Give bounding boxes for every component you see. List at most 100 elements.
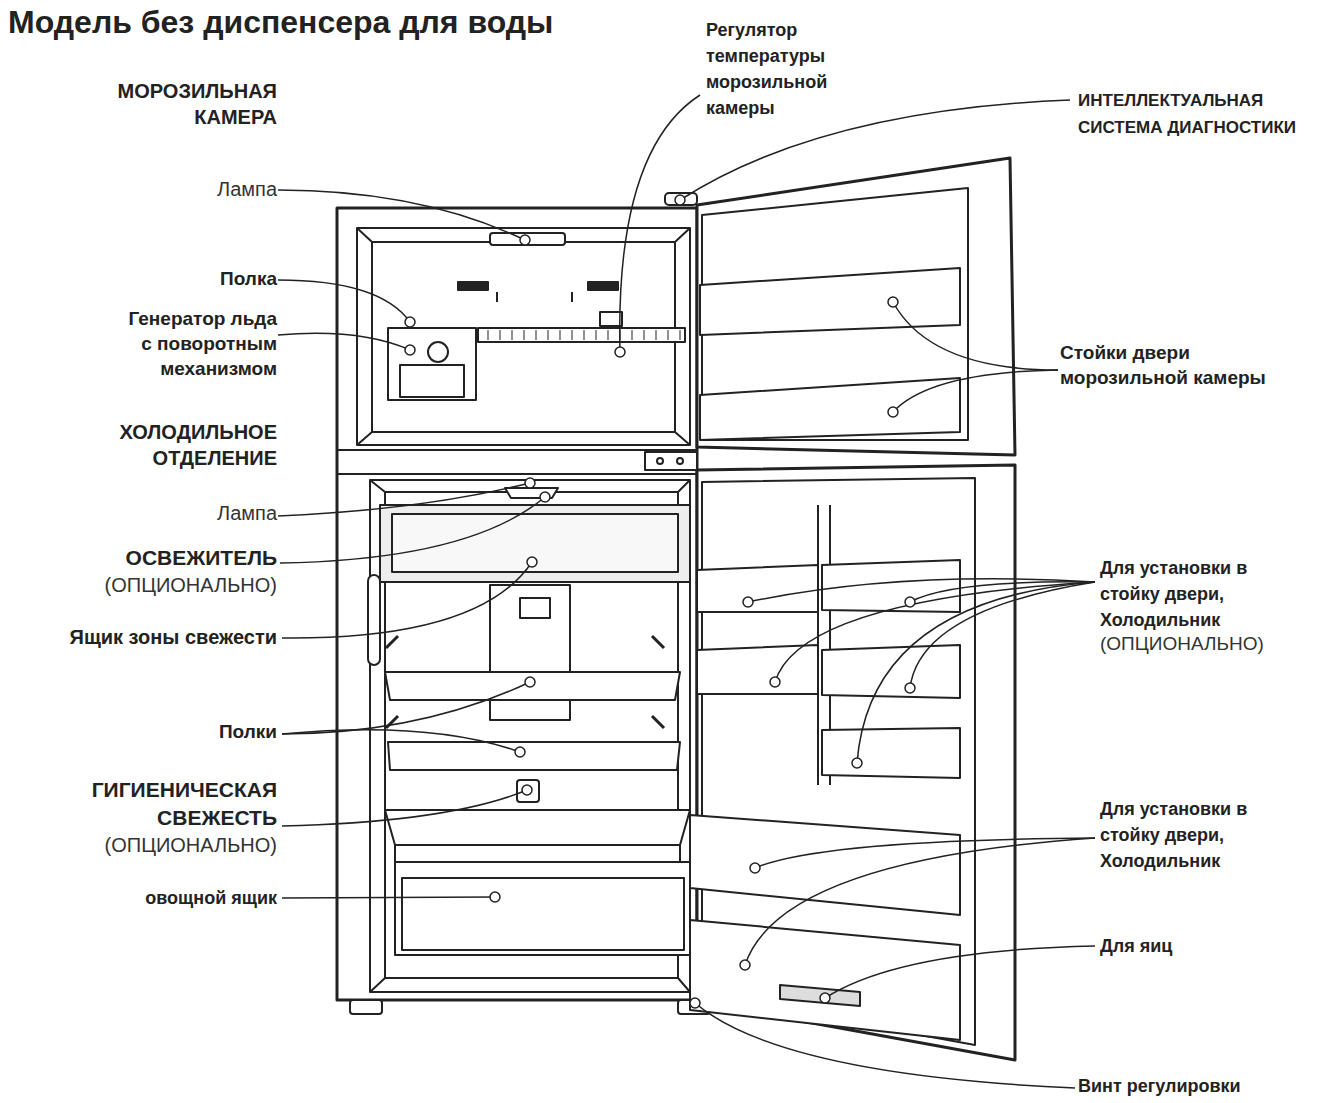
door-bin [697, 565, 818, 612]
callout-dot [750, 863, 760, 873]
part-label: ОСВЕЖИТЕЛЬ [37, 545, 277, 571]
callout-dot [770, 677, 780, 687]
callout-dot [540, 492, 550, 502]
part-label: ХОЛОДИЛЬНОЕ ОТДЕЛЕНИЕ [77, 419, 277, 471]
callout-dot [905, 683, 915, 693]
callout-dot [405, 317, 415, 327]
freezer-door-bin [700, 268, 960, 335]
panel-button [677, 458, 683, 464]
vent [458, 282, 488, 290]
leader-line [278, 190, 525, 240]
callout-dot [525, 478, 535, 488]
callout-dot [525, 677, 535, 687]
part-label: Стойки двери морозильной камеры [1060, 340, 1300, 390]
part-label: Винт регулировки [1078, 1073, 1318, 1099]
part-label: (ОПЦИОНАЛЬНО) [37, 572, 277, 598]
leader-line [282, 897, 495, 898]
door-bin [822, 728, 960, 778]
callout-dot [615, 347, 625, 357]
diagram-title: Модель без диспенсера для воды [8, 4, 553, 41]
temperature-regulator [600, 312, 622, 326]
door-bin-large [690, 815, 960, 915]
vegetable-box [395, 862, 690, 955]
fresh-zone-front [392, 514, 678, 572]
shelf [385, 672, 680, 700]
callout-dot [690, 998, 700, 1008]
shelf [388, 742, 680, 770]
leader-line [893, 370, 1058, 412]
ice-bin [400, 365, 464, 397]
callout-dot [888, 407, 898, 417]
callout-dot [905, 597, 915, 607]
part-label: Регулятор температуры морозильной камеры [706, 17, 876, 121]
vegetable-box-front [402, 878, 684, 950]
leader-line [775, 582, 1095, 682]
leader-line [278, 333, 410, 350]
callout-dot [675, 195, 685, 205]
shelf-grid [488, 330, 680, 340]
callout-dot [490, 892, 500, 902]
divider [337, 450, 697, 474]
freezer-door [697, 158, 1015, 455]
callout-dot [852, 758, 862, 768]
fresh-zone-drawer [380, 505, 690, 582]
callout-dot [405, 345, 415, 355]
callout-dot [743, 597, 753, 607]
part-label: МОРОЗИЛЬНАЯ КАМЕРА [77, 78, 277, 130]
part-label: Полки [77, 719, 277, 745]
fridge-interior [370, 480, 690, 992]
callout-dot [820, 993, 830, 1003]
leader-line [825, 946, 1095, 998]
leader-line [282, 790, 527, 826]
freezer-interior [357, 228, 690, 445]
hygiene-filter [517, 780, 539, 802]
door-bin [697, 645, 818, 694]
vent [588, 282, 618, 290]
part-label: Для установки в стойку двери, Холодильни… [1100, 796, 1300, 874]
part-label: Для установки в стойку двери, Холодильни… [1100, 555, 1300, 633]
leader-line [745, 838, 1095, 965]
ice-knob [428, 342, 448, 362]
part-label: Генератор льда с поворотным механизмом [119, 306, 277, 381]
part-label: (ОПЦИОНАЛЬНО) [1100, 631, 1310, 657]
freezer-back-wall [357, 228, 690, 445]
leader-line [620, 95, 700, 352]
leader-line [282, 682, 530, 734]
leader-line [278, 280, 410, 322]
shelf-clip [497, 292, 572, 302]
ice-maker [388, 328, 476, 400]
leader-line [695, 1003, 1075, 1088]
freezer-door-bin [700, 378, 960, 440]
part-label: Лампа [77, 500, 277, 526]
callout-dot [522, 785, 532, 795]
callout-dot [527, 557, 537, 567]
freezer-lamp [490, 233, 565, 245]
display-panel [645, 452, 697, 470]
part-label: Полка [77, 266, 277, 292]
leader-line [893, 302, 1058, 370]
leader-line [282, 730, 520, 752]
crisper-lid [385, 810, 690, 845]
fridge-body [337, 208, 697, 1000]
leader-line [280, 497, 545, 563]
part-label: Лампа [77, 176, 277, 202]
part-label: Для яиц [1100, 933, 1300, 959]
part-label: ИНТЕЛЛЕКТУАЛЬНАЯ СИСТЕМА ДИАГНОСТИКИ [1078, 87, 1321, 141]
foot [350, 1000, 382, 1014]
door-handle [368, 575, 380, 665]
callout-dot [888, 297, 898, 307]
callout-dot [515, 747, 525, 757]
duct-vent [520, 598, 550, 618]
leader-line [857, 582, 1095, 763]
leader-line [748, 579, 1095, 602]
part-label: ГИГИЕНИЧЕСКАЯ СВЕЖЕСТЬ [37, 776, 277, 832]
hinge [665, 193, 697, 205]
part-label: (ОПЦИОНАЛЬНО) [37, 832, 277, 858]
leader-line [282, 562, 532, 638]
door-bin [822, 560, 960, 612]
callout-dot [520, 235, 530, 245]
fridge-back-wall [370, 480, 690, 992]
leader-line [278, 483, 530, 516]
crisper-lid-edge [395, 845, 680, 862]
